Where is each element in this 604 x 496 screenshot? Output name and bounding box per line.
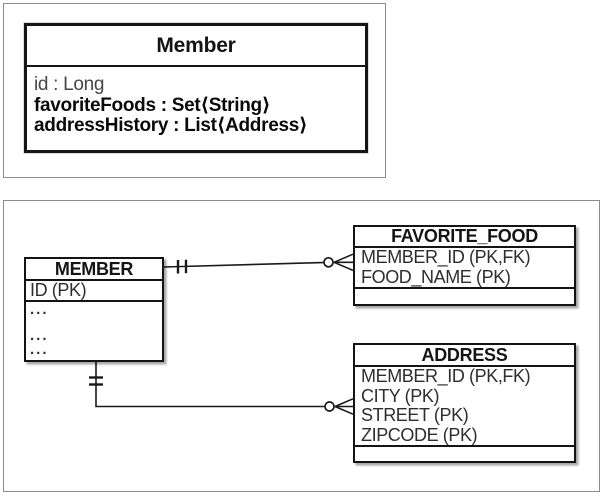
uml-attribute-address-history: addressHistory : List⟨Address⟩ [34,115,308,136]
erd-columns-compartment: MEMBER_ID (PK,FK) CITY (PK) STREET (PK) … [355,367,574,445]
table-row: FOOD_NAME (PK) [361,267,511,287]
erd-omitted-columns-compartment: ... ... ... [26,302,162,358]
table-row: MEMBER_ID (PK,FK) [361,248,531,267]
table-row: ID (PK) [26,281,162,302]
table-row: ... [30,327,49,344]
erd-table-title: FAVORITE_FOOD [355,227,574,248]
uml-attribute-favorite-foods: favoriteFoods : Set⟨String⟩ [34,94,271,116]
erd-empty-compartment [355,445,574,461]
table-row: ... [30,341,49,358]
uml-attributes-compartment: id : Long favoriteFoods : Set⟨String⟩ ad… [27,67,365,137]
erd-table-title: ADDRESS [355,345,574,367]
erd-table-address: ADDRESS MEMBER_ID (PK,FK) CITY (PK) STRE… [353,343,576,463]
erd-empty-compartment [355,287,574,304]
table-row: ZIPCODE (PK) [361,425,478,445]
uml-attribute-id: id : Long [34,74,105,95]
table-row: CITY (PK) [361,386,440,406]
table-row: MEMBER_ID (PK,FK) [361,367,531,386]
erd-table-favorite-food: FAVORITE_FOOD MEMBER_ID (PK,FK) FOOD_NAM… [353,225,576,306]
table-row: ... [30,301,49,318]
uml-class-title: Member [27,26,365,67]
table-row: STREET (PK) [361,406,469,425]
erd-table-member: MEMBER ID (PK) ... ... ... [24,257,164,362]
erd-table-title: MEMBER [26,259,162,281]
uml-class-member: Member id : Long favoriteFoods : Set⟨Str… [24,23,368,153]
erd-columns-compartment: MEMBER_ID (PK,FK) FOOD_NAME (PK) [355,248,574,287]
